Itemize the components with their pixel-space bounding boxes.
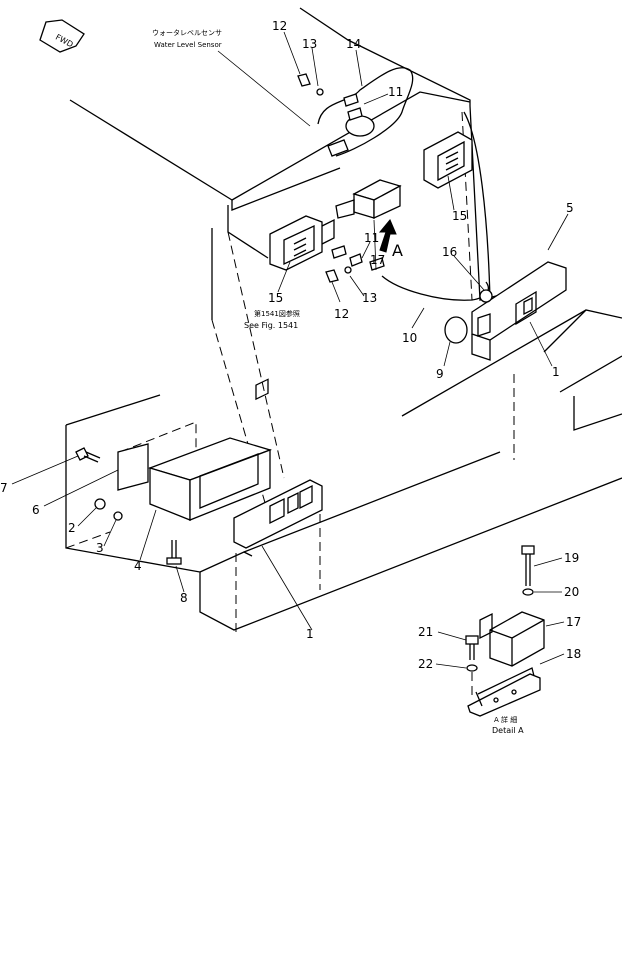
unit-15-right [423,131,473,189]
callout-16: 16 [442,245,457,259]
washer-22 [466,664,478,672]
leader-lines [11,31,569,669]
callout-9: 9 [436,367,444,381]
cover-plate [117,421,197,491]
washer-13-upper [316,88,324,96]
callout-10: 10 [402,331,417,345]
connector-11-upper [343,93,363,121]
callout-19: 19 [564,551,579,565]
callout-7: 7 [0,481,8,495]
callout-15-left: 15 [268,291,283,305]
callout-5: 5 [566,201,574,215]
callout-1-right: 1 [552,365,560,379]
callout-12-lower: 12 [334,307,349,321]
view-a-label: A [392,241,403,260]
fwd-arrow-icon: FWD [39,19,85,53]
switch-box-housing [147,437,273,521]
callout-21: 21 [418,625,433,639]
switch-panel-right [471,261,567,361]
callout-4: 4 [134,559,142,573]
wiring-harness-10 [381,275,489,301]
callout-11-upper: 11 [388,85,403,99]
detail-a [465,545,545,717]
callout-15-right: 15 [452,209,467,223]
callout-3: 3 [96,541,104,555]
callout-8: 8 [180,591,188,605]
grommet-16 [479,289,493,303]
view-arrow-a [378,219,397,253]
callout-11-lower: 11 [364,231,379,245]
callout-14: 14 [346,37,361,51]
bolt-8 [166,540,182,565]
callout-6: 6 [32,503,40,517]
callout-13-lower: 13 [362,291,377,305]
nut-2 [94,498,106,510]
callout-18: 18 [566,647,581,661]
bolt-12-lower [325,269,339,283]
callout-17-detail: 17 [566,615,581,629]
water-level-sensor-label-en: Water Level Sensor [154,41,222,49]
detail-a-label-jp: A 詳 細 [494,715,517,724]
bolt-12-upper [297,73,311,87]
unit-15-left [269,215,335,271]
callout-2: 2 [68,521,76,535]
connector-11-lower [331,245,385,271]
detail-a-label-en: Detail A [492,726,524,735]
washer-3 [113,511,123,521]
callout-20: 20 [564,585,579,599]
water-level-sensor [327,115,375,157]
bracket-18 [467,673,541,717]
see-fig-label-jp: 第1541図参照 [254,309,300,318]
relay-unit-17-upper [335,179,402,220]
see-fig-label-en: See Fig. 1541 [244,321,298,330]
callout-12-upper: 12 [272,19,287,33]
bolt-7 [75,447,101,463]
switch-knob-9 [444,316,468,344]
water-level-sensor-label-jp: ウォータレベルセンサ [152,28,222,37]
callout-1-left: 1 [306,627,314,641]
callout-17-upper: 17 [370,253,385,267]
bolt-19 [525,552,531,586]
callout-13-upper: 13 [302,37,317,51]
lower-frame-body [65,309,622,632]
callout-22: 22 [418,657,433,671]
washer-20 [522,588,534,596]
relay-unit-17-detail [489,611,545,667]
bolt-21 [469,644,475,660]
switch-panel-left [233,378,323,549]
washer-13-lower [344,266,352,274]
